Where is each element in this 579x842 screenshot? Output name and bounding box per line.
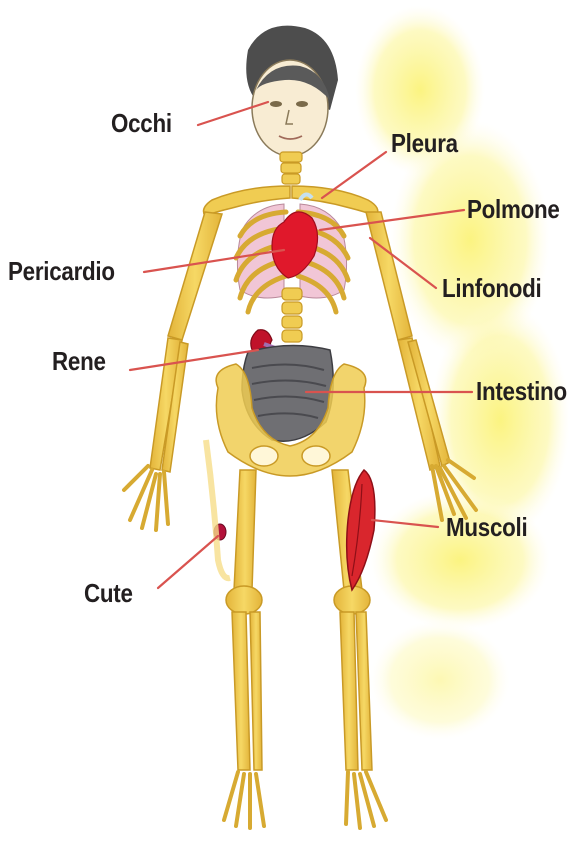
label-cute: Cute [84, 580, 133, 606]
leader-cute [158, 536, 218, 588]
spine [282, 288, 302, 342]
head [246, 26, 338, 156]
shoulders [204, 186, 378, 216]
feet [224, 772, 386, 828]
label-occhi: Occhi [111, 110, 172, 136]
skin-lesion [206, 440, 230, 578]
label-linfonodi: Linfonodi [442, 275, 542, 301]
neck-vertebrae [280, 152, 302, 184]
background-glow [355, 5, 570, 740]
muscle [347, 470, 375, 590]
label-intestino: Intestino [476, 378, 567, 404]
label-rene: Rene [52, 348, 106, 374]
label-muscoli: Muscoli [446, 514, 527, 540]
label-polmone: Polmone [467, 196, 560, 222]
label-pleura: Pleura [391, 130, 458, 156]
leader-pleura [322, 152, 386, 198]
label-pericardio: Pericardio [8, 258, 115, 284]
